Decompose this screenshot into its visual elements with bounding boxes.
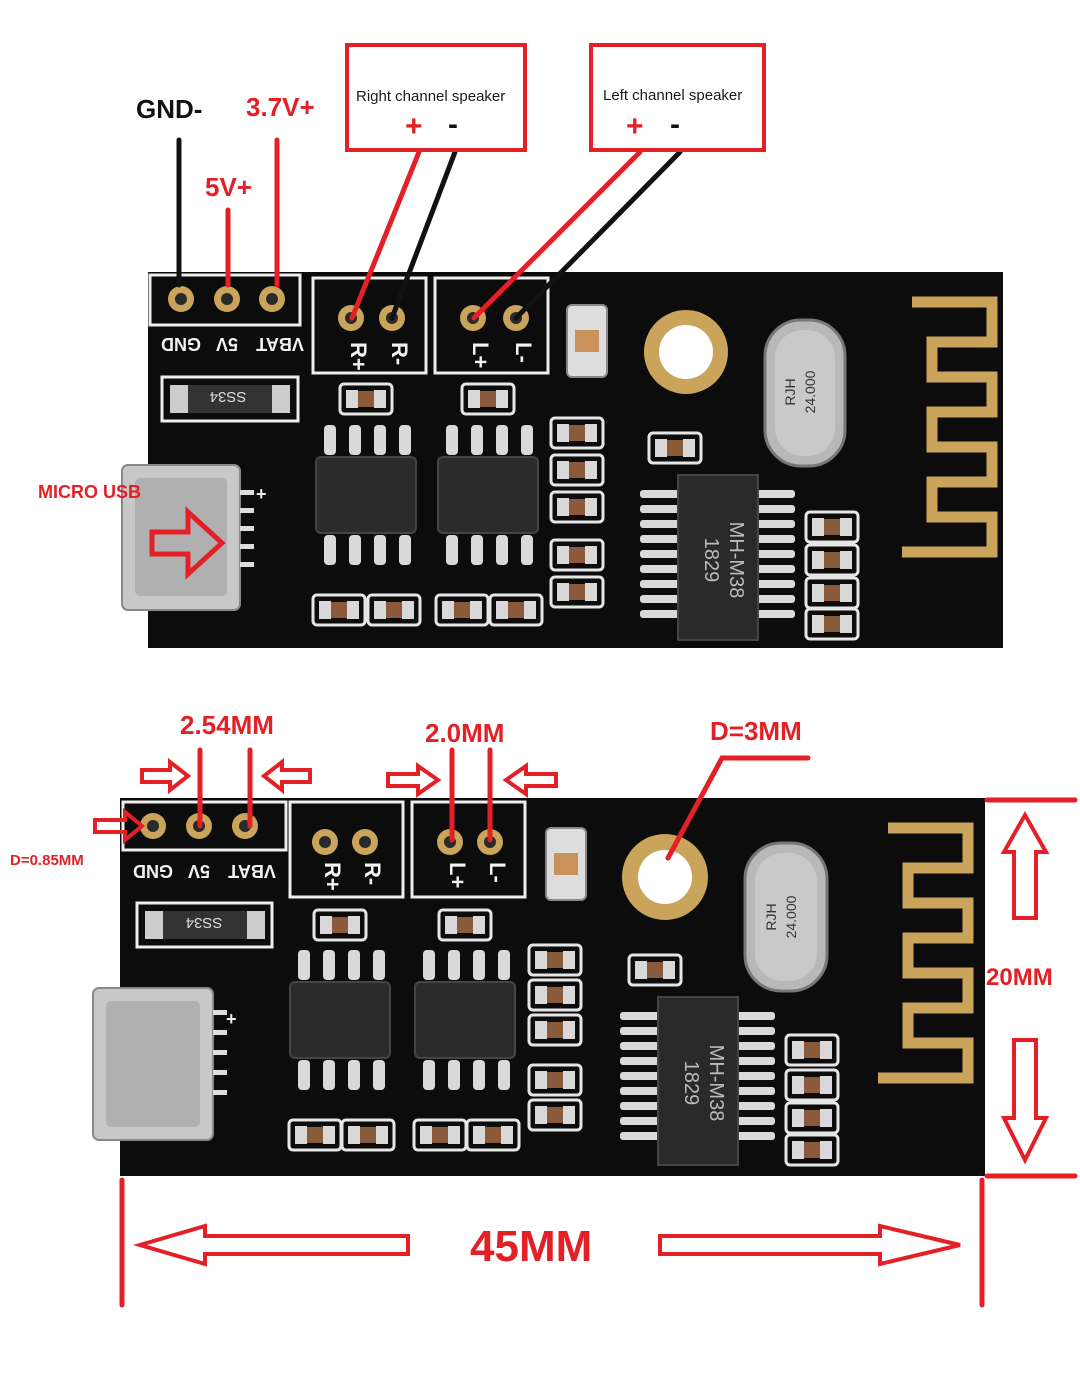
pitch-2-0-label: 2.0MM <box>425 718 505 748</box>
left-plus-label: + <box>626 110 644 143</box>
silk-vbat-bottom: VBAT <box>228 861 276 881</box>
crystal-brand-bottom: RJH <box>763 903 779 930</box>
height-label: 20MM <box>986 964 1053 991</box>
silk-vbat: VBAT <box>256 334 304 354</box>
usb-plus-mark: + <box>256 484 267 504</box>
left-channel-box <box>589 43 766 152</box>
ss34-diode-bottom: SS34 <box>135 901 274 949</box>
silk-r-plus-bottom: R+ <box>320 862 345 891</box>
crystal-oscillator-bottom: RJH 24.000 <box>743 841 829 993</box>
dimension-annotations <box>93 747 1078 1308</box>
diode-marking: SS34 <box>210 388 247 405</box>
chip-marking: MH-M38 <box>725 522 747 599</box>
right-channel-box <box>345 43 527 152</box>
crystal-oscillator-top: RJH 24.000 <box>763 318 847 468</box>
right-plus-label: + <box>405 110 423 143</box>
silk-l-minus: L- <box>511 342 536 363</box>
vbat-pad <box>259 286 285 312</box>
mounting-hole-top <box>644 310 728 394</box>
left-channel-title: Left channel speaker <box>603 87 743 104</box>
micro-usb-label: MICRO USB <box>38 482 141 502</box>
gnd-pad <box>168 286 194 312</box>
top-annotation-wires <box>176 137 683 321</box>
crystal-frequency: 24.000 <box>802 370 818 413</box>
silk-r-minus-bottom: R- <box>360 862 385 885</box>
top-pcb: GND 5V VBAT R+ R- L+ L- SS34 + <box>121 272 1003 648</box>
silk-gnd: GND <box>161 334 201 354</box>
pitch-2-54-label: 2.54MM <box>180 710 274 740</box>
r-plus-pad-bottom <box>312 829 338 855</box>
crystal-frequency-bottom: 24.000 <box>783 895 799 938</box>
bluetooth-chip-bottom: MH-M38 1829 <box>620 996 775 1166</box>
silk-r-minus: R- <box>387 342 412 365</box>
width-label: 45MM <box>470 1222 593 1271</box>
diode-marking-bottom: SS34 <box>186 914 223 931</box>
crystal-brand: RJH <box>782 378 798 405</box>
5v-pad <box>214 286 240 312</box>
pin-diameter-label: D=0.85MM <box>10 852 84 869</box>
silk-gnd-bottom: GND <box>133 861 173 881</box>
chip-date-bottom: 1829 <box>680 1061 702 1106</box>
mounting-hole-bottom <box>622 834 708 920</box>
silk-l-plus: L+ <box>468 342 493 368</box>
silk-5v: 5V <box>216 334 238 354</box>
silk-l-minus-bottom: L- <box>485 862 510 883</box>
bottom-pcb: GND 5V VBAT R+ R- L+ L- SS34 + <box>92 798 985 1176</box>
5v-label: 5V+ <box>205 172 252 202</box>
micro-usb-connector: + <box>121 464 267 611</box>
usb-arrow <box>149 506 226 580</box>
chip-date: 1829 <box>700 538 722 583</box>
bluetooth-chip-top: MH-M38 1829 <box>640 474 795 641</box>
left-minus-label: - <box>670 108 680 141</box>
usb-plus-mark-bottom: + <box>226 1009 237 1029</box>
right-channel-title: Right channel speaker <box>356 88 506 105</box>
chip-marking-bottom: MH-M38 <box>705 1045 727 1122</box>
ss34-diode: SS34 <box>160 375 300 423</box>
hole-diameter-label: D=3MM <box>710 716 802 746</box>
micro-usb-connector-bottom: + <box>92 987 237 1141</box>
silk-5v-bottom: 5V <box>188 861 210 881</box>
right-minus-label: - <box>448 108 458 141</box>
3v7-label: 3.7V+ <box>246 92 315 122</box>
silk-l-plus-bottom: L+ <box>445 862 470 888</box>
gnd-label: GND- <box>136 94 203 124</box>
r-minus-pad-bottom <box>352 829 378 855</box>
vbat-pad-bottom <box>232 813 258 839</box>
silk-r-plus: R+ <box>346 342 371 371</box>
